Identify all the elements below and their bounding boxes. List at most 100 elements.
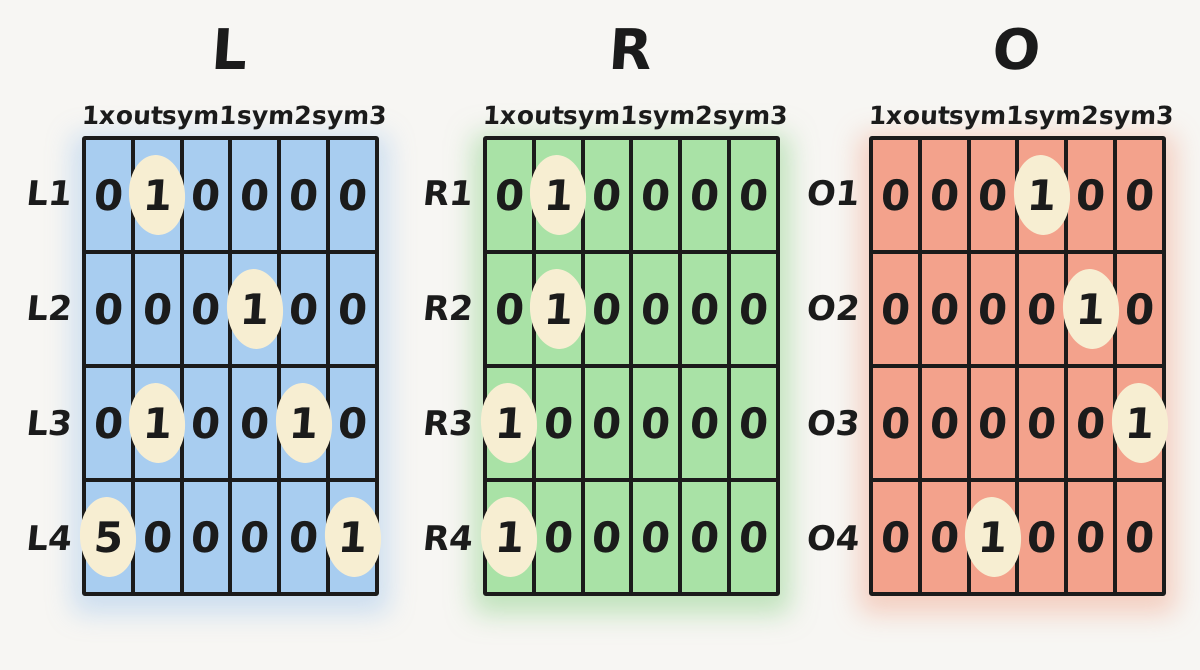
cell-value: 0 (1074, 398, 1108, 448)
cell-L3-1: 0 (84, 366, 133, 480)
cell-O3-sym2: 0 (1066, 366, 1116, 480)
cell-R3-sym2: 0 (680, 366, 730, 480)
cell-value: 0 (688, 284, 722, 334)
cell-value: 0 (287, 512, 321, 562)
cell-O3-sym3: 1 (1108, 366, 1171, 480)
cell-R3-sym1: 0 (631, 366, 681, 480)
cell-value: 0 (927, 512, 961, 562)
cell-R2-x: 1 (527, 252, 589, 366)
column-header-L-out: out (114, 100, 164, 130)
cell-L2-sym2: 0 (279, 252, 329, 366)
cell-L4-sym2: 0 (279, 480, 329, 594)
row-label-O4: O4 (804, 518, 862, 559)
cell-O1-1: 0 (871, 138, 920, 252)
cell-value: 0 (336, 398, 369, 448)
row-label-L1: L1 (24, 173, 75, 214)
cell-value: 0 (639, 512, 673, 562)
cell-value: 0 (879, 512, 912, 562)
cell-R1-sym2: 0 (680, 138, 730, 252)
cell-L1-x: 1 (126, 138, 188, 252)
cell-O2-sym2: 1 (1060, 252, 1122, 366)
cell-O4-sym1: 0 (1017, 480, 1067, 594)
row-label-O2: O2 (804, 288, 862, 329)
column-header-R-x: x (499, 100, 518, 130)
cell-O3-x: 0 (919, 366, 969, 480)
cell-L2-out: 0 (181, 252, 231, 366)
cell-value: 0 (493, 284, 526, 334)
cell-value: 0 (927, 170, 961, 220)
cell-value: 1 (1074, 284, 1108, 334)
cell-value: 0 (1123, 170, 1156, 220)
cell-value: 0 (879, 398, 912, 448)
cell-L4-x: 0 (132, 480, 182, 594)
cell-value: 0 (493, 170, 526, 220)
column-header-L-sym2: sym2 (236, 100, 313, 130)
cell-O2-1: 0 (871, 252, 920, 366)
cell-R2-1: 0 (485, 252, 534, 366)
cell-L3-sym3: 0 (328, 366, 377, 480)
cell-O2-sym1: 0 (1017, 252, 1067, 366)
cell-R4-sym1: 0 (631, 480, 681, 594)
cell-value: 0 (688, 170, 722, 220)
cell-O4-1: 0 (871, 480, 920, 594)
cell-value: 0 (927, 284, 961, 334)
cell-value: 1 (140, 398, 174, 448)
cell-O2-x: 0 (919, 252, 969, 366)
cell-value: 0 (1074, 170, 1108, 220)
cell-R3-out: 0 (582, 366, 632, 480)
cell-value: 1 (1025, 170, 1059, 220)
cell-R4-x: 0 (533, 480, 583, 594)
cell-value: 0 (1025, 512, 1059, 562)
cell-L2-1: 0 (84, 252, 133, 366)
cell-value: 0 (189, 170, 223, 220)
cell-value: 0 (1025, 398, 1059, 448)
cell-L4-out: 0 (181, 480, 231, 594)
cell-R1-1: 0 (485, 138, 534, 252)
row-label-L2: L2 (24, 288, 75, 329)
cell-value: 1 (541, 284, 575, 334)
row-label-L3: L3 (24, 403, 75, 444)
column-header-L-sym3: sym3 (310, 100, 388, 130)
cell-value: 5 (92, 512, 125, 562)
matrix-R-title: R (606, 17, 657, 83)
cell-O1-x: 0 (919, 138, 969, 252)
cell-value: 0 (639, 284, 673, 334)
column-header-L-x: x (98, 100, 117, 130)
cell-value: 1 (493, 398, 526, 448)
cell-value: 0 (879, 284, 912, 334)
cell-O4-sym2: 0 (1066, 480, 1116, 594)
column-header-R-sym2: sym2 (637, 100, 714, 130)
cell-L3-sym2: 1 (273, 366, 335, 480)
cell-value: 0 (737, 170, 770, 220)
cell-R4-sym2: 0 (680, 480, 730, 594)
cell-L3-x: 1 (126, 366, 188, 480)
cell-L4-1: 5 (77, 480, 140, 594)
column-header-O-sym3: sym3 (1097, 100, 1175, 130)
cell-value: 1 (287, 398, 321, 448)
cell-O4-out: 1 (962, 480, 1024, 594)
cell-value: 0 (1123, 284, 1156, 334)
cell-O1-sym1: 1 (1011, 138, 1073, 252)
cell-R3-1: 1 (478, 366, 541, 480)
row-label-O3: O3 (804, 403, 862, 444)
column-header-R-1: 1 (482, 100, 502, 130)
row-label-R4: R4 (421, 518, 476, 559)
cell-value: 0 (541, 398, 575, 448)
matrix-O-title: O (990, 17, 1045, 83)
cell-value: 0 (238, 170, 272, 220)
cell-value: 0 (688, 398, 722, 448)
cell-L3-sym1: 0 (230, 366, 280, 480)
cell-R2-sym3: 0 (729, 252, 778, 366)
cell-value: 0 (336, 170, 369, 220)
cell-value: 0 (1074, 512, 1108, 562)
cell-R2-sym1: 0 (631, 252, 681, 366)
cell-R2-sym2: 0 (680, 252, 730, 366)
row-label-L4: L4 (24, 518, 75, 559)
